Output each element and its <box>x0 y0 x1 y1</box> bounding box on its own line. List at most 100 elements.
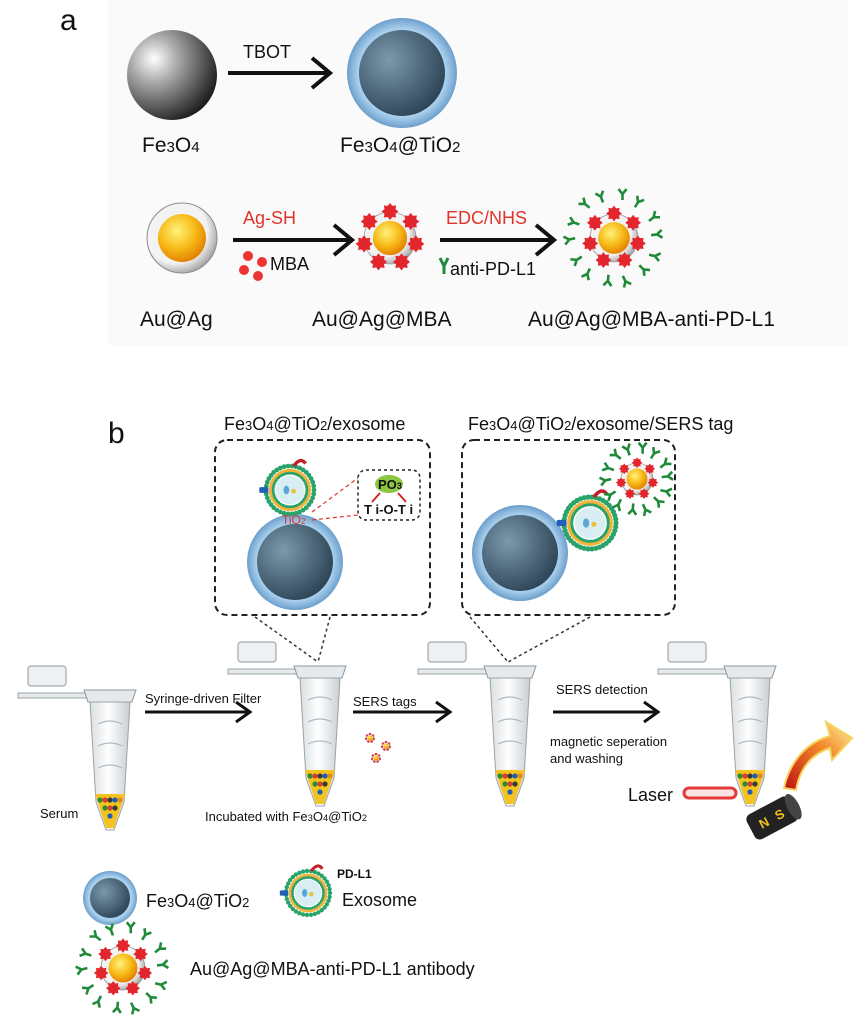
lipid-head <box>293 909 299 914</box>
antibody-mark <box>567 216 580 226</box>
lipid-head <box>278 509 283 515</box>
mba-blob <box>133 946 148 962</box>
tube-particle <box>327 773 333 779</box>
mba-blob <box>360 212 378 230</box>
lipid-head <box>297 465 302 471</box>
lipid-head <box>284 896 289 902</box>
tube-incubated <box>227 641 347 807</box>
tube-lid-strap <box>417 668 489 675</box>
mba-blob <box>407 235 425 253</box>
tube-lid <box>27 665 67 687</box>
lipid-head <box>312 869 317 875</box>
lipid-tails <box>268 468 312 512</box>
antibody-mark <box>125 921 136 934</box>
antibody-mark <box>154 980 168 991</box>
mba-blob <box>369 253 388 271</box>
tube-particle <box>757 773 763 779</box>
antibody-mark <box>156 959 170 970</box>
lipid-head <box>285 511 291 517</box>
tube-lid <box>667 641 707 663</box>
antibody-mark <box>89 929 102 942</box>
mba-blob <box>376 760 380 763</box>
zoom-line-bottom <box>311 514 359 521</box>
tube-serum <box>17 665 137 831</box>
tube-particle <box>502 781 508 787</box>
lipid-head <box>297 911 302 916</box>
tube-particle <box>742 773 748 779</box>
au-ag-label: Au@Ag <box>140 308 213 331</box>
lipid-head <box>310 479 316 485</box>
fe3o4-label: Fe3O4 <box>142 134 200 157</box>
serum-label: Serum <box>40 806 78 821</box>
tube-particle <box>102 805 108 811</box>
lipid-head <box>300 507 306 513</box>
antibody-mark <box>649 446 661 460</box>
tube-graduation <box>97 742 123 747</box>
cargo <box>309 891 314 897</box>
tube-particle <box>497 773 503 779</box>
lipid-head <box>322 876 327 881</box>
lipid-head <box>288 877 293 883</box>
cargo <box>302 889 308 897</box>
mba-blob <box>644 463 655 475</box>
antibody-mark <box>609 448 622 460</box>
mba-blob <box>374 752 378 756</box>
exosome-lumen <box>574 507 606 539</box>
tube-graduation <box>97 720 123 725</box>
membrane-protein <box>292 458 307 468</box>
tube-particle <box>752 773 758 779</box>
tbot-arrow <box>228 56 334 90</box>
antibody-mark <box>603 490 617 502</box>
mba-blob <box>615 477 627 488</box>
mba-blob <box>606 205 622 222</box>
lipid-head <box>297 509 302 515</box>
inset1-frame <box>214 439 431 616</box>
lipid-head <box>613 520 619 526</box>
legend-sers-tag-icon <box>75 921 170 1015</box>
antibody-mark <box>141 928 152 941</box>
antibody-mark <box>111 1001 122 1014</box>
pd-l1-protein <box>259 487 269 493</box>
mba-blob <box>370 757 374 761</box>
lipid-head <box>311 491 317 497</box>
tube-rim <box>483 665 537 679</box>
tube-lid-strap <box>227 668 299 675</box>
mba-blob <box>371 734 375 737</box>
lipid-head <box>264 479 270 485</box>
mba-blob <box>647 477 659 488</box>
inset2-guide-left <box>469 616 509 663</box>
fe3o4-tio2-label: Fe3O4@TiO2 <box>340 134 460 157</box>
mba-blob <box>366 740 370 743</box>
lipid-head <box>288 903 293 909</box>
exosome-lumen <box>294 879 322 907</box>
mba-blob <box>380 745 384 749</box>
tube-particle <box>752 781 758 787</box>
antibody-mark <box>602 274 613 287</box>
tube-particle <box>747 773 753 779</box>
mba-blob <box>115 938 131 953</box>
tube-particle <box>517 773 523 779</box>
au-core <box>108 953 138 983</box>
antibody-mark <box>81 983 95 995</box>
cargo <box>591 521 597 527</box>
antibody-icon <box>438 257 450 274</box>
inset2-guide-right <box>507 616 591 663</box>
tube-rim <box>83 689 137 703</box>
tube-particle <box>507 789 513 795</box>
lipid-head <box>312 911 317 917</box>
antibody-mark <box>598 476 612 487</box>
exosome-lumen <box>275 475 305 505</box>
au-ag-mba-anti-pd-l1-label: Au@Ag@MBA-anti-PD-L1 <box>528 308 775 331</box>
tube-graduation <box>737 740 763 745</box>
tube-particle <box>97 797 103 803</box>
antibody-mark <box>633 195 645 208</box>
antibody-mark <box>562 235 576 246</box>
tube-particle <box>747 789 753 795</box>
tube-particle <box>112 797 118 803</box>
pd-l1-protein <box>279 890 289 896</box>
au-core <box>367 735 373 741</box>
au-ag-particle <box>146 202 218 274</box>
antibody-mark <box>594 190 605 203</box>
tube-sers-tags <box>417 641 537 807</box>
inset1-guide-right <box>317 616 331 663</box>
